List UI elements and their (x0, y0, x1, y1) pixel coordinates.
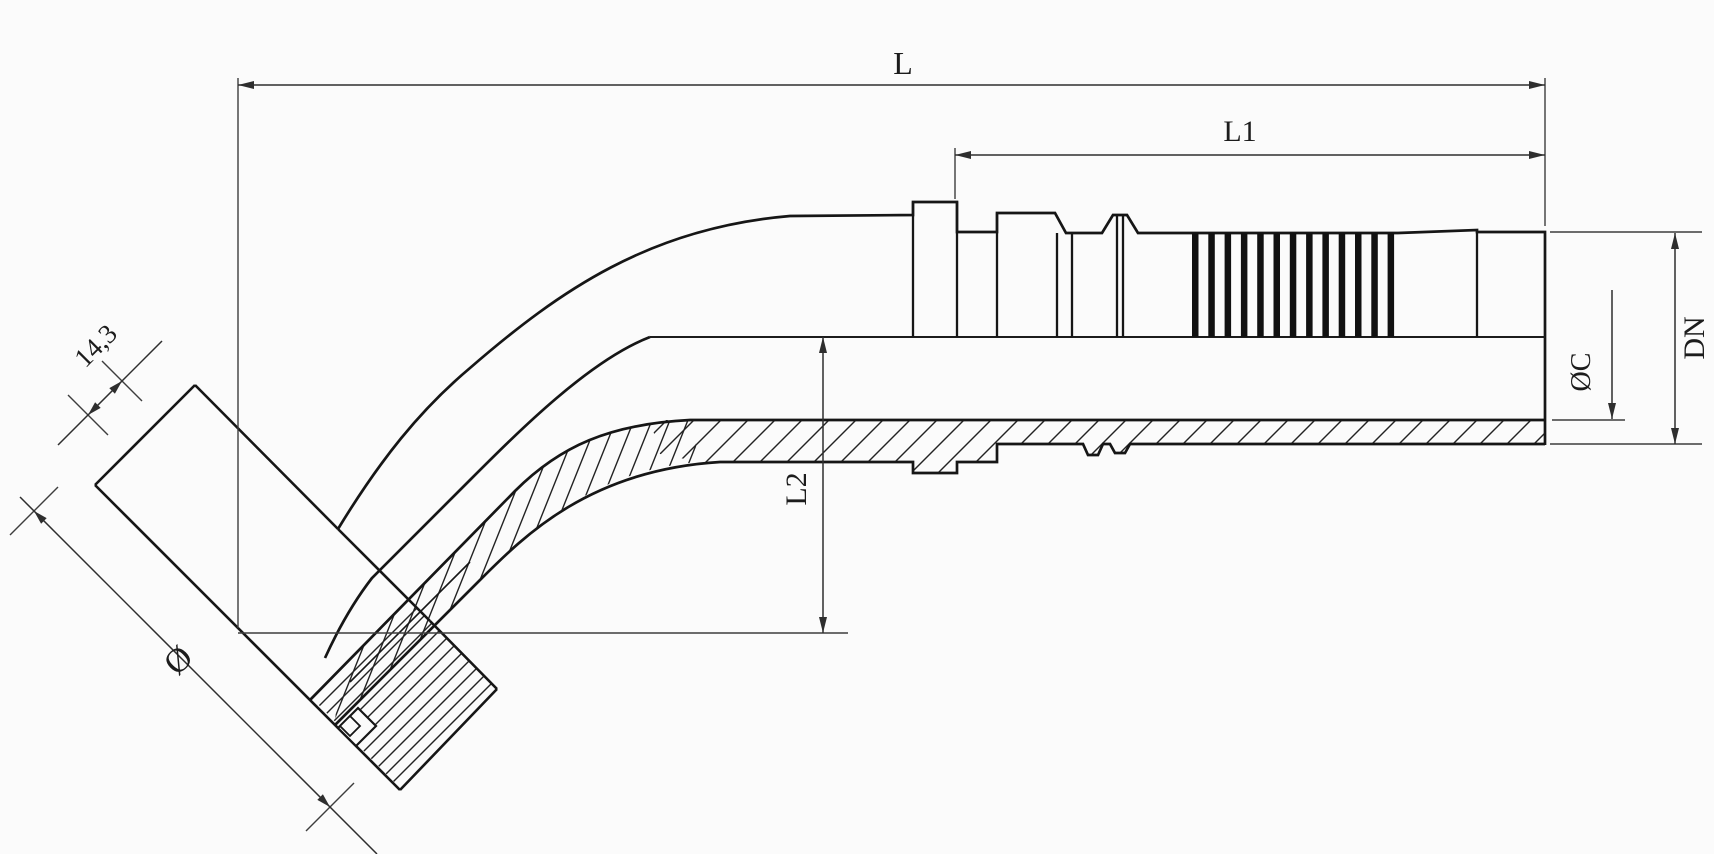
hatch-line (587, 420, 700, 725)
hatch-line (312, 601, 466, 788)
serration-bar (1306, 233, 1313, 337)
wall-outer-contour (334, 442, 1545, 726)
dimension-lines (19, 84, 1676, 854)
hatch-line (335, 420, 451, 725)
hatch-line (312, 601, 496, 788)
fitting-outline (309, 200, 1547, 726)
hatch-line (371, 420, 523, 725)
hatch-line (605, 420, 700, 725)
serration-bar (1355, 233, 1362, 337)
serration-bar (1371, 233, 1378, 337)
hatch-line (1433, 420, 1545, 473)
hatch-line (1379, 420, 1491, 473)
label-drop-height: L2 (780, 472, 813, 505)
serration-bar (1289, 233, 1297, 337)
hatch-line (497, 420, 649, 725)
hatch-line (335, 420, 469, 725)
hatch-line (479, 420, 631, 725)
hatch-line (1271, 420, 1383, 473)
hatch-line (659, 420, 700, 725)
hatch-line (758, 420, 870, 473)
barb-profile-verticals (911, 202, 1479, 337)
hatch-line (1028, 420, 1140, 473)
hatch-line (1514, 420, 1545, 473)
hatch-line (1055, 420, 1167, 473)
flange-outline (94, 384, 498, 791)
hatch-line (812, 420, 924, 473)
hatch-line (947, 420, 1059, 473)
label-flange-diameter: Ø (157, 639, 201, 683)
hatch-line (329, 601, 497, 788)
hatch-line (389, 420, 541, 725)
label-bore-diameter: ØC (1566, 353, 1597, 392)
label-overall-length: L (893, 45, 913, 81)
hatch-line (344, 601, 497, 788)
serration-bar (1387, 233, 1395, 337)
hatch-line (312, 601, 481, 788)
hatch-line (1163, 420, 1275, 473)
hatch-line (425, 420, 577, 725)
hatch-line (1190, 420, 1302, 473)
serration-bar (1257, 233, 1264, 337)
serration-bar (1240, 233, 1248, 337)
serration-bar (1273, 233, 1280, 337)
hatch-line (1136, 420, 1248, 473)
hatch-line (443, 420, 595, 725)
hatch-line (1406, 420, 1518, 473)
section-hatch-straight (650, 420, 1545, 473)
hatch-line (551, 420, 700, 725)
hatch-line (1298, 420, 1410, 473)
hatch-line (677, 420, 789, 473)
serration-bar (1208, 233, 1215, 337)
extension-lines (9, 78, 1702, 832)
hatch-line (1487, 420, 1545, 473)
serration-bar (1192, 233, 1199, 337)
serration-bar (1338, 233, 1346, 337)
hatch-line (1109, 420, 1221, 473)
hatch-line (569, 420, 700, 725)
bore-line (309, 418, 1545, 701)
dimension-arrows (34, 81, 1679, 807)
serration-bar (1224, 233, 1232, 337)
hatch-line (359, 601, 497, 788)
hatch-line (974, 420, 1086, 473)
hatch-line (1352, 420, 1464, 473)
hatch-line (650, 420, 762, 473)
hatch-line (312, 601, 497, 788)
outer-profile (336, 200, 1547, 530)
hatch-line (533, 420, 685, 725)
hatch-line (1001, 420, 1113, 473)
hatch-line (1082, 420, 1194, 473)
oring-groove (336, 706, 378, 748)
hatch-line (1244, 420, 1356, 473)
hatch-line (1460, 420, 1545, 473)
hatch-line (1217, 420, 1329, 473)
label-flange-thickness: 14,3 (68, 318, 123, 373)
inner-profile-curve (323, 335, 651, 659)
hatch-line (650, 420, 735, 473)
hatch-line (641, 420, 700, 725)
serration-bar (1322, 233, 1329, 337)
label-nominal-diameter: DN (1678, 316, 1711, 359)
hose-barb-serrations (1192, 233, 1395, 337)
label-tail-length: L1 (1223, 115, 1256, 148)
hatch-line (515, 420, 667, 725)
hatch-line (1325, 420, 1437, 473)
